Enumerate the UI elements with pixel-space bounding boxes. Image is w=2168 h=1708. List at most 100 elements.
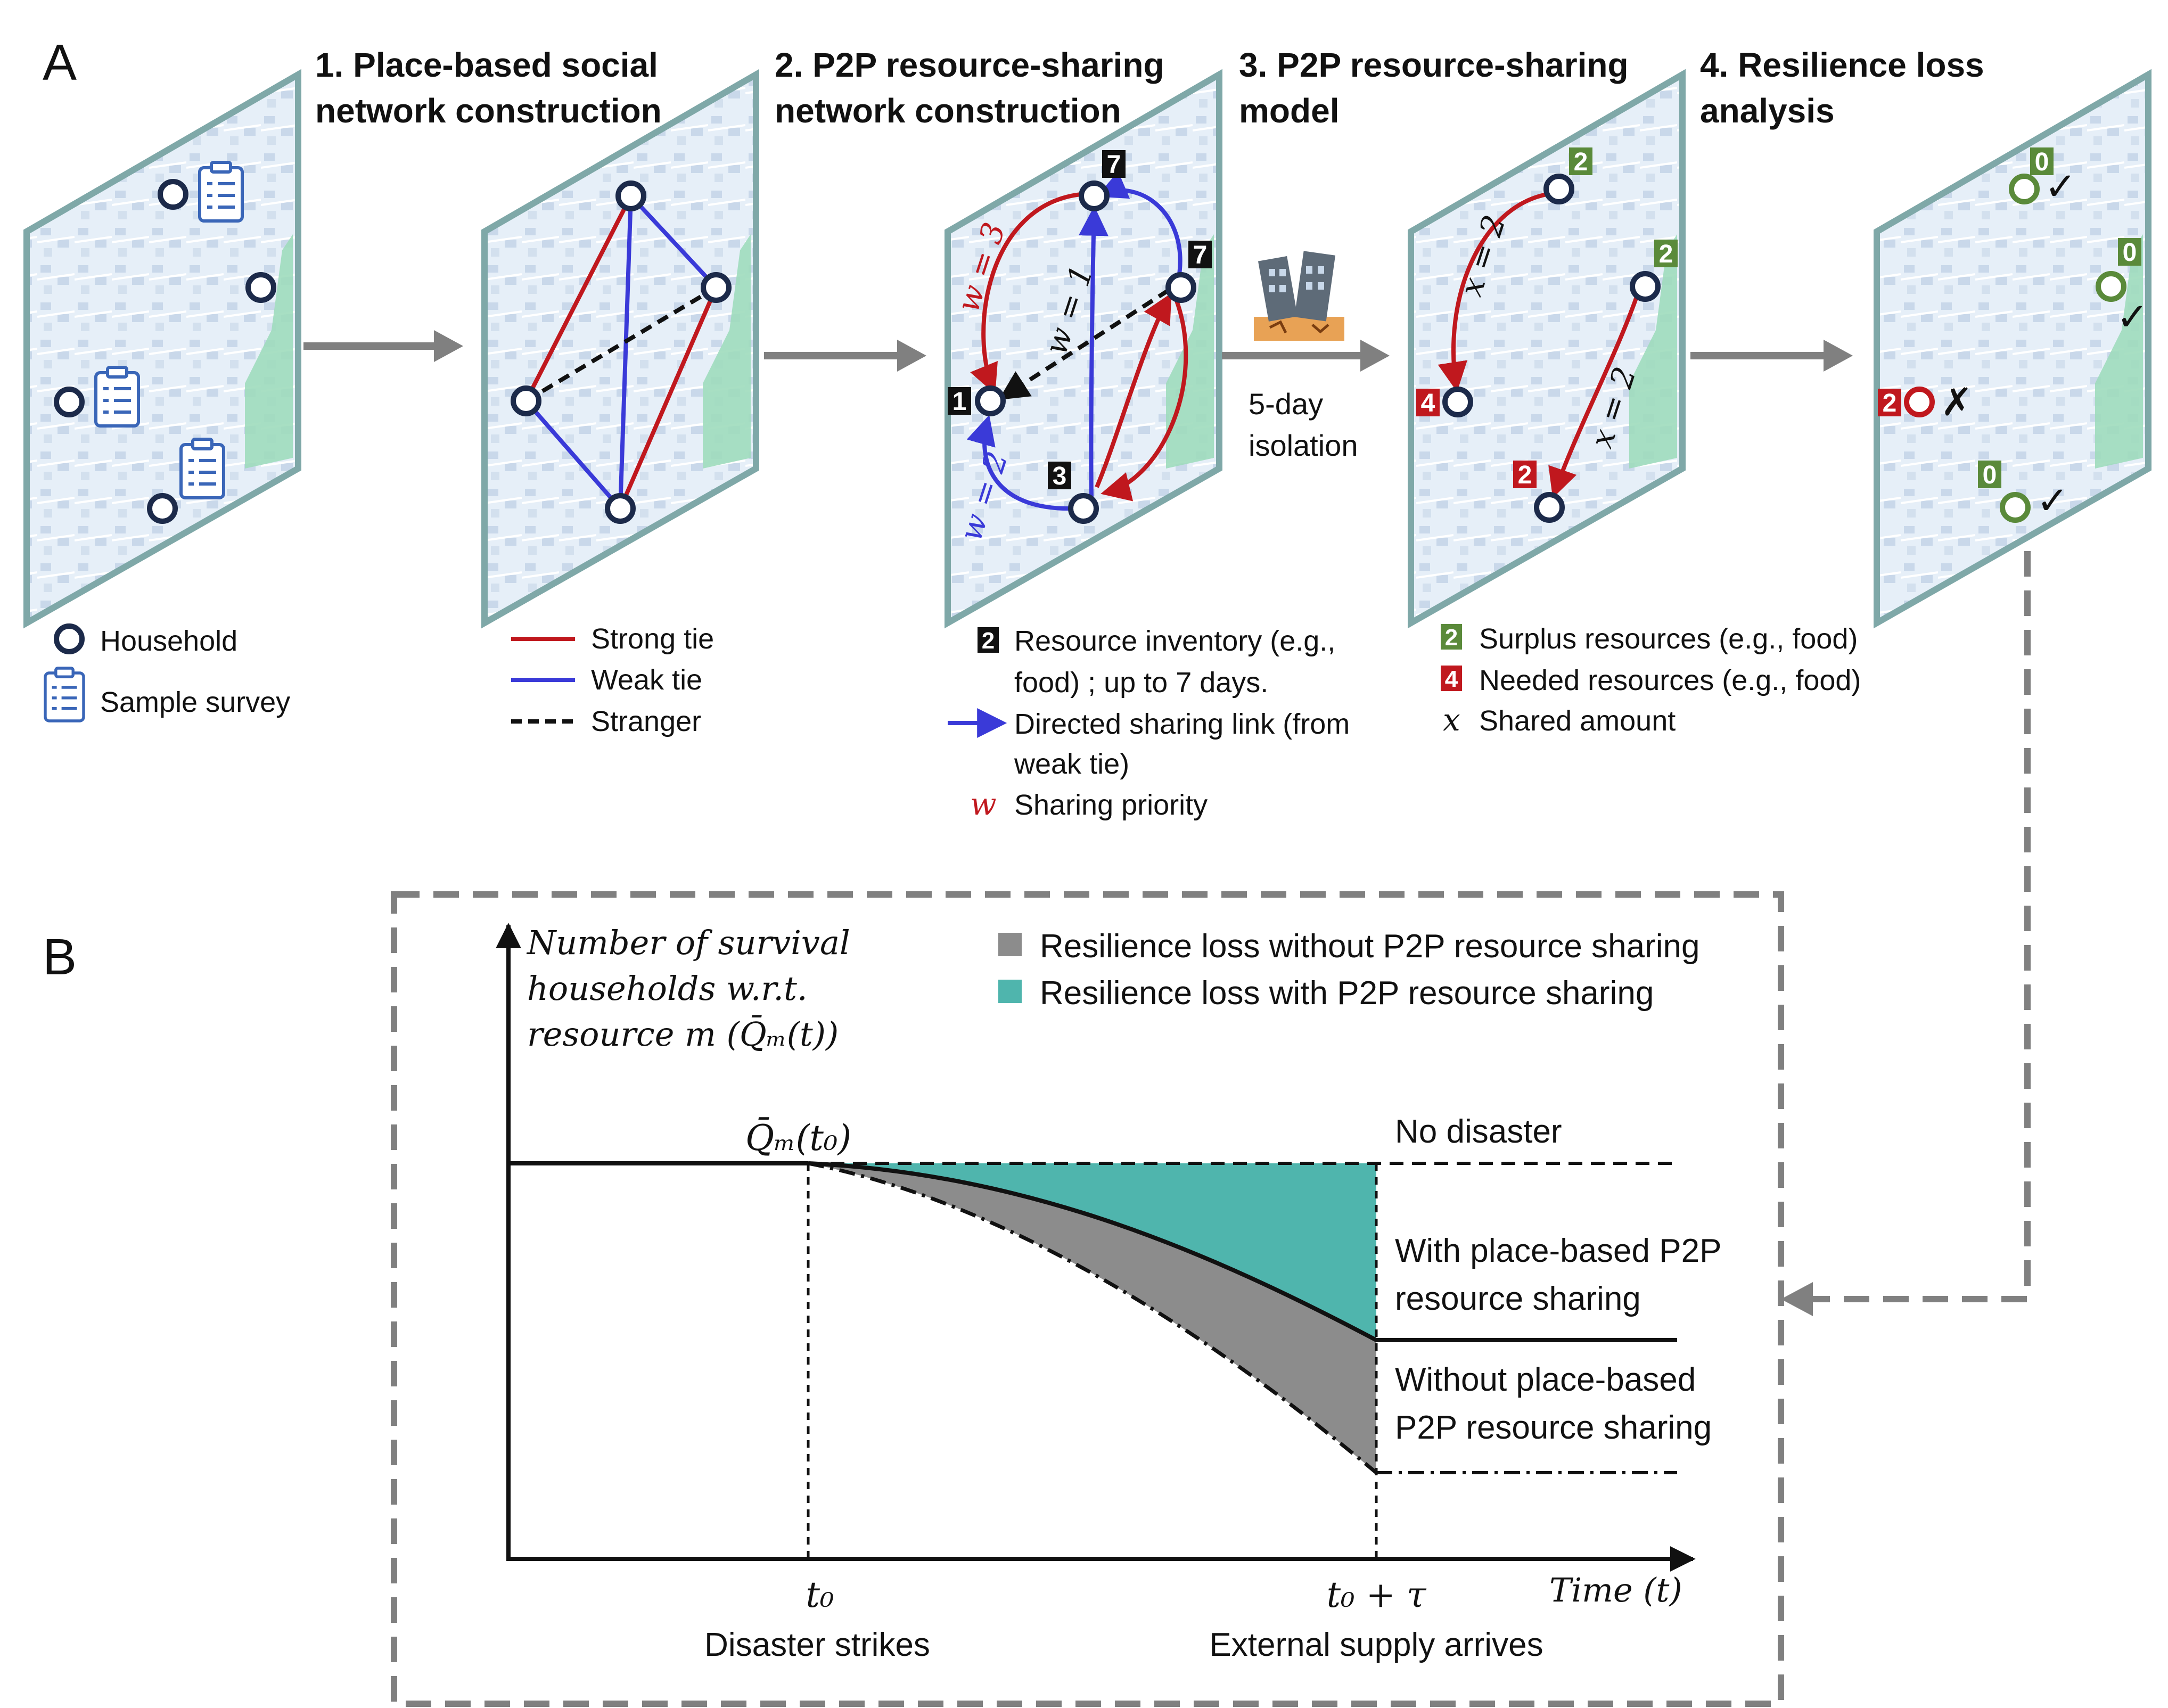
legend-sharing-link-label-line2: weak tie)	[1014, 748, 1129, 780]
strong-sharing-link	[1101, 300, 1188, 502]
tick-caption-t0: Disaster strikes	[704, 1627, 930, 1663]
legend-surplus-badge-value: 2	[1445, 625, 1458, 651]
panel-a-label: A	[43, 34, 77, 91]
surplus-badge	[2118, 238, 2141, 266]
chart-plot-area	[508, 1161, 1677, 1559]
legend-shared-symbol: x	[1443, 702, 1460, 738]
inventory-value: 1	[952, 388, 967, 416]
legend-inventory-label-line2: food) ; up to 7 days.	[1014, 667, 1268, 699]
inventory-badge	[1102, 150, 1126, 178]
with-sharing-label-line1: With place-based P2P	[1395, 1233, 1721, 1269]
strong-tie-edge	[524, 195, 633, 402]
park-area-1	[245, 234, 293, 469]
needed-value: 2	[1518, 461, 1532, 489]
step4-title-line2: analysis	[1700, 92, 1835, 130]
shared-amount-arrow	[1548, 286, 1642, 498]
map-tile-5	[1874, 69, 2151, 629]
shared-amount-arrow	[1438, 192, 1547, 392]
legend-survey-label: Sample survey	[100, 686, 290, 718]
household-node	[147, 493, 178, 524]
needed-value: 2	[1883, 389, 1897, 417]
legend-needed-label: Needed resources (e.g., food)	[1479, 664, 1861, 696]
household-node	[605, 493, 636, 524]
household-node	[1904, 387, 1935, 417]
tick-caption-t0-tau: External supply arrives	[1209, 1627, 1543, 1663]
process-arrowhead-3	[1360, 340, 1390, 372]
household-node	[615, 180, 646, 211]
legend-needed-badge-value: 4	[1445, 666, 1458, 692]
surplus-badge	[1978, 461, 2001, 488]
y-axis-label-line1: Number of survival	[526, 923, 850, 962]
step4-title-line1: 4. Resilience loss	[1700, 46, 1984, 84]
needed-badge	[1878, 389, 1901, 416]
legend-shared-label: Shared amount	[1479, 705, 1676, 737]
survey-icon	[198, 161, 244, 223]
inventory-value: 7	[1107, 151, 1121, 179]
legend-priority-label: Sharing priority	[1014, 789, 1208, 821]
needed-badge	[1513, 461, 1537, 488]
household-node	[975, 385, 1006, 416]
legend-without-label: Resilience loss without P2P resource sha…	[1040, 928, 1700, 965]
household-node	[511, 385, 541, 416]
legend-inventory-badge-value: 2	[982, 628, 995, 654]
process-arrowhead-2	[897, 340, 926, 372]
legend-with-label: Resilience loss with P2P resource sharin…	[1040, 975, 1654, 1012]
panel-b-label: B	[43, 929, 77, 986]
resilience-loss-without-area	[808, 1163, 1376, 1473]
x-axis-label: Time (t)	[1549, 1571, 1682, 1610]
inventory-badge	[1048, 462, 1071, 489]
connector-arrowhead	[1781, 1282, 1813, 1316]
legend-inventory-badge	[978, 627, 999, 653]
failed-cross-icon: ✗	[1941, 381, 1973, 424]
household-node	[2000, 492, 2031, 523]
surplus-badge	[1569, 147, 1592, 175]
strong-sharing-link	[970, 192, 1081, 395]
legend-weak-tie-label: Weak tie	[591, 664, 702, 696]
disaster-icon	[1254, 251, 1344, 341]
legend-surplus-badge	[1441, 624, 1462, 650]
survey-icon	[94, 366, 140, 428]
step1-title-line1: 1. Place-based social	[315, 46, 658, 84]
step2-title-line1: 2. P2P resource-sharing	[775, 46, 1164, 84]
legend-household-label: Household	[100, 625, 237, 657]
surplus-value: 0	[2123, 239, 2137, 267]
strong-sharing-link	[1095, 293, 1172, 488]
household-node	[1165, 272, 1196, 303]
park-area-5	[2095, 234, 2143, 469]
weak-tie-edge	[629, 194, 718, 289]
inventory-badge	[1188, 241, 1212, 268]
legend-strong-tie-label: Strong tie	[591, 623, 714, 655]
household-node	[54, 387, 85, 417]
map-tile-2	[481, 69, 759, 629]
household-node	[158, 179, 188, 210]
map-tile-1	[23, 69, 301, 629]
household-node	[245, 272, 276, 303]
legend-surplus-label: Surplus resources (e.g., food)	[1479, 623, 1858, 655]
surplus-value: 0	[1983, 461, 1997, 489]
surplus-value: 2	[1659, 240, 1673, 268]
map-tile-4	[1408, 69, 1686, 629]
map-tile-3	[945, 69, 1222, 629]
surplus-badge	[1654, 240, 1678, 267]
tick-label-t0-tau: t₀ + τ	[1327, 1574, 1427, 1615]
without-sharing-line	[808, 1161, 1378, 1474]
weak-sharing-link	[966, 415, 1076, 511]
step3-title-line2: model	[1239, 92, 1339, 130]
step2-title-line2: network construction	[775, 92, 1121, 130]
q0-label: Q̄ₘ(t₀)	[745, 1118, 851, 1159]
legend-needed-badge	[1441, 666, 1462, 691]
household-node	[1543, 174, 1574, 204]
strong-tie-edge	[618, 286, 718, 510]
survived-check-icon: ✓	[2036, 480, 2068, 522]
inventory-value: 7	[1193, 241, 1208, 269]
household-node	[2009, 174, 2040, 204]
surplus-badge	[2030, 147, 2054, 175]
isolation-label-line1: 5-day	[1249, 387, 1323, 421]
with-sharing-line	[808, 1161, 1677, 1342]
tick-label-t0: t₀	[806, 1574, 834, 1615]
step1-title-line2: network construction	[315, 92, 662, 130]
connector-dashed-arrow	[1813, 551, 2031, 1302]
surplus-value: 2	[1574, 148, 1588, 176]
household-node	[1079, 180, 1110, 211]
without-sharing-label-line2: P2P resource sharing	[1395, 1409, 1712, 1446]
